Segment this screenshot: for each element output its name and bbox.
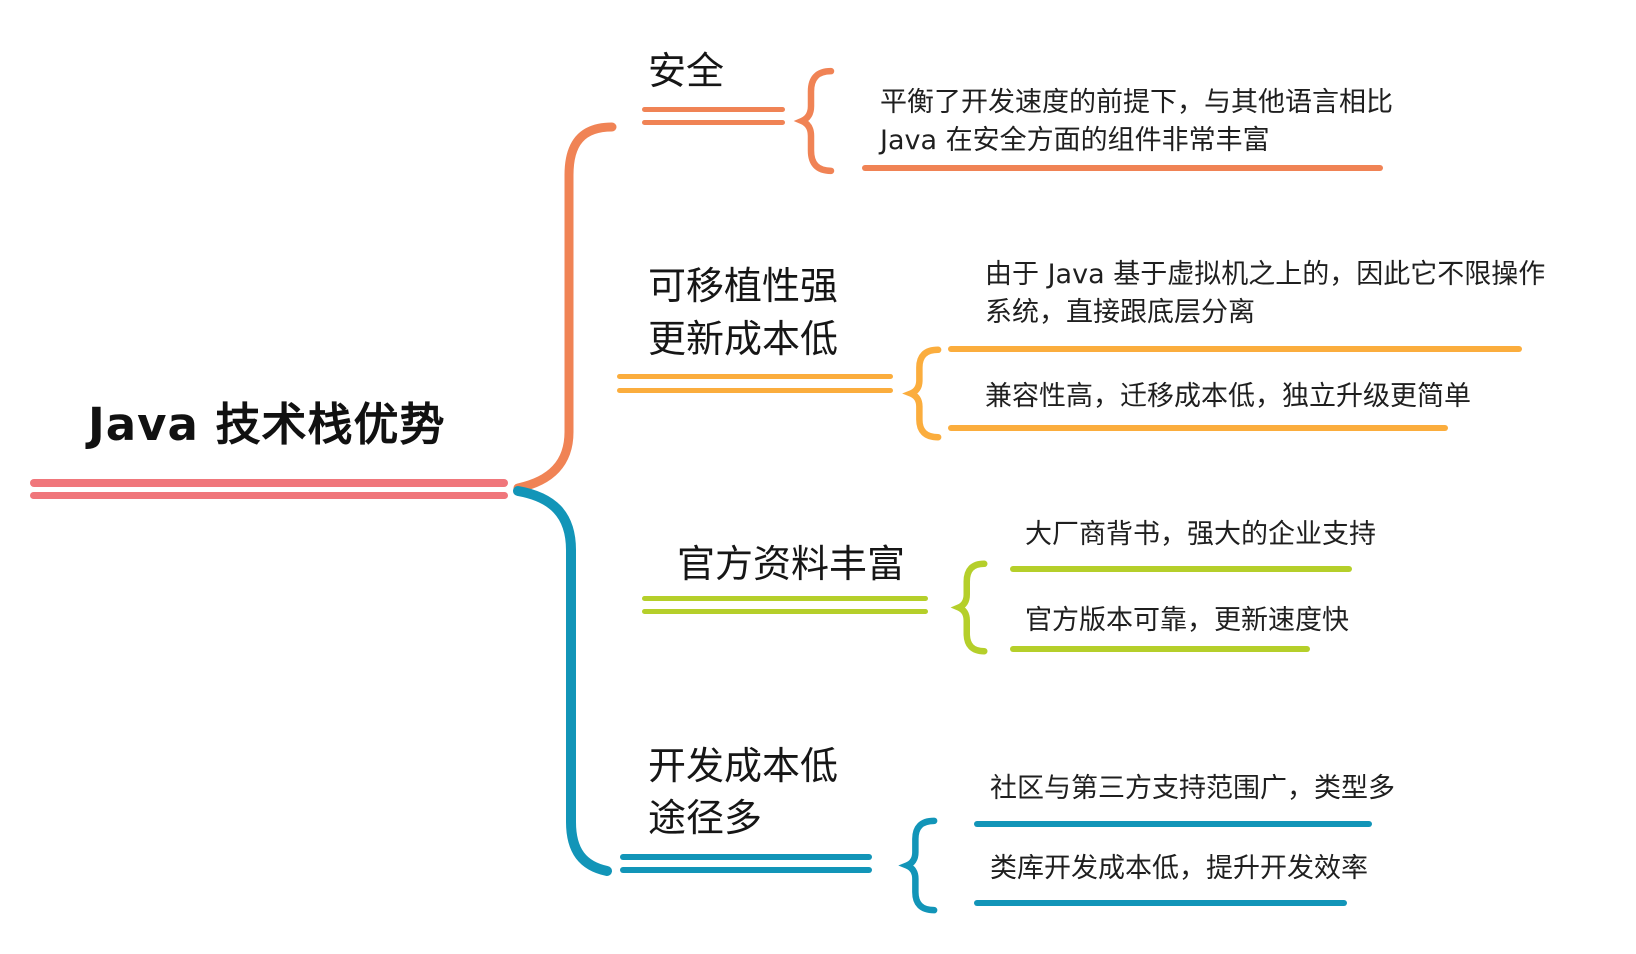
brace-icon	[906, 818, 936, 913]
branch-devcost-underline-bottom	[620, 867, 872, 873]
leaf-release-note[interactable]: 官方版本可靠，更新速度快	[1025, 605, 1349, 636]
leaf-vendor-note[interactable]: 大厂商背书，强大的企业支持	[1025, 519, 1376, 550]
leaf-text-line: 由于 Java 基于虚拟机之上的，因此它不限操作	[985, 259, 1546, 290]
leaf-security-note[interactable]: 平衡了开发速度的前提下，与其他语言相比 Java 在安全方面的组件非常丰富	[880, 84, 1393, 160]
brace-icon	[801, 68, 833, 174]
branch-officialdocs-underline-top	[642, 596, 928, 601]
branch-devcost-underline-top	[620, 854, 872, 860]
leaf-community-note[interactable]: 社区与第三方支持范围广，类型多	[990, 773, 1395, 804]
branch-portability-underline-bottom	[617, 388, 893, 393]
brace-icon	[910, 347, 940, 440]
branch-label-line: 可移植性强	[648, 264, 839, 308]
connector-root-to-devcost	[513, 486, 612, 876]
root-underline-top	[30, 479, 508, 487]
branch-label-line: 开发成本低	[648, 744, 839, 788]
root-node-label[interactable]: Java 技术栈优势	[88, 398, 446, 451]
leaf-compatibility-note[interactable]: 兼容性高，迁移成本低，独立升级更简单	[985, 381, 1471, 412]
leaf-compatibility-underline	[948, 425, 1448, 431]
leaf-release-underline	[1010, 646, 1310, 652]
leaf-text-line: Java 在安全方面的组件非常丰富	[880, 125, 1270, 156]
branch-security-underline-top	[642, 107, 785, 112]
branch-officialdocs-underline-bottom	[642, 609, 928, 614]
leaf-text-line: 平衡了开发速度的前提下，与其他语言相比	[880, 87, 1393, 118]
root-underline-bottom	[30, 492, 508, 499]
branch-label-line: 更新成本低	[648, 317, 839, 361]
leaf-vm-underline	[948, 346, 1522, 352]
branch-security-label[interactable]: 安全	[648, 49, 725, 93]
leaf-vendor-underline	[1010, 566, 1352, 572]
connector-root-to-security	[513, 122, 617, 493]
leaf-library-underline	[974, 900, 1347, 906]
leaf-library-note[interactable]: 类库开发成本低，提升开发效率	[990, 853, 1368, 884]
branch-portability-label[interactable]: 可移植性强 更新成本低	[648, 260, 838, 366]
branch-security-underline-bottom	[642, 120, 785, 125]
leaf-vm-note[interactable]: 由于 Java 基于虚拟机之上的，因此它不限操作 系统，直接跟底层分离	[985, 256, 1545, 332]
leaf-text-line: 系统，直接跟底层分离	[985, 297, 1255, 328]
leaf-community-underline	[974, 821, 1372, 827]
branch-officialdocs-label[interactable]: 官方资料丰富	[677, 542, 906, 586]
branch-devcost-label[interactable]: 开发成本低 途径多	[648, 740, 838, 844]
brace-icon	[958, 561, 986, 654]
branch-portability-underline-top	[617, 374, 893, 379]
leaf-security-underline	[862, 165, 1383, 171]
branch-label-line: 途径多	[648, 796, 763, 840]
